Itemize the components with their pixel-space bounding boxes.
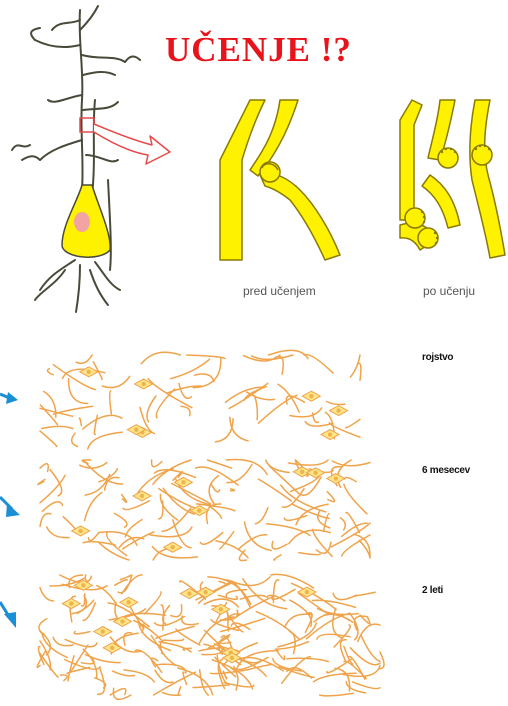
- stage-label-2-years: 2 leti: [422, 585, 443, 596]
- neuron-nucleus: [309, 394, 313, 398]
- synapse-after-illustration: [400, 100, 508, 260]
- stage-label-birth: rojstvo: [422, 352, 453, 363]
- neuron-nucleus: [141, 382, 145, 386]
- neuron-nucleus: [334, 476, 338, 480]
- neuron-nucleus: [140, 494, 144, 498]
- neuron-nucleus: [181, 480, 185, 484]
- neuron-nucleus: [336, 408, 340, 412]
- neuron-nucleus: [300, 470, 304, 474]
- neuron-nucleus: [328, 432, 332, 436]
- caption-before-learning: pred učenjem: [243, 284, 316, 298]
- neuron-nucleus: [78, 529, 82, 533]
- neuron-nucleus: [110, 646, 114, 650]
- neuron-nucleus: [305, 590, 309, 594]
- neuron-nucleus: [81, 583, 85, 587]
- neuron-nucleus: [230, 656, 234, 660]
- page-title: UČENJE !?: [165, 30, 352, 70]
- caption-after-learning: po učenju: [423, 284, 475, 298]
- neuron-nucleus: [187, 591, 191, 595]
- synapse-before-illustration: [220, 100, 340, 260]
- network-stage-birth: [40, 355, 360, 450]
- neuron-nucleus: [134, 427, 138, 431]
- neuron-nucleus: [126, 600, 130, 604]
- neuron-nucleus: [87, 370, 91, 374]
- neuron-nucleus: [219, 607, 223, 611]
- arrow-stage-birth: [0, 390, 20, 410]
- network-stage-2-years: [40, 575, 380, 695]
- neuron-nucleus: [120, 619, 124, 623]
- neuron-illustration: [0, 0, 180, 320]
- neuron-nucleus: [197, 508, 201, 512]
- neuron-nucleus: [74, 212, 90, 232]
- stage-label-6-months: 6 mesecev: [422, 465, 470, 476]
- arrow-stage-6-months: [0, 495, 22, 520]
- neuron-nucleus: [170, 545, 174, 549]
- neuron-nucleus: [101, 629, 105, 633]
- network-stage-6-months: [40, 460, 370, 560]
- arrow-stage-2-years: [0, 600, 22, 630]
- zoom-arrow: [94, 124, 170, 164]
- neuron-nucleus: [203, 590, 207, 594]
- neuron-nucleus: [69, 601, 73, 605]
- neuron-nucleus: [313, 471, 317, 475]
